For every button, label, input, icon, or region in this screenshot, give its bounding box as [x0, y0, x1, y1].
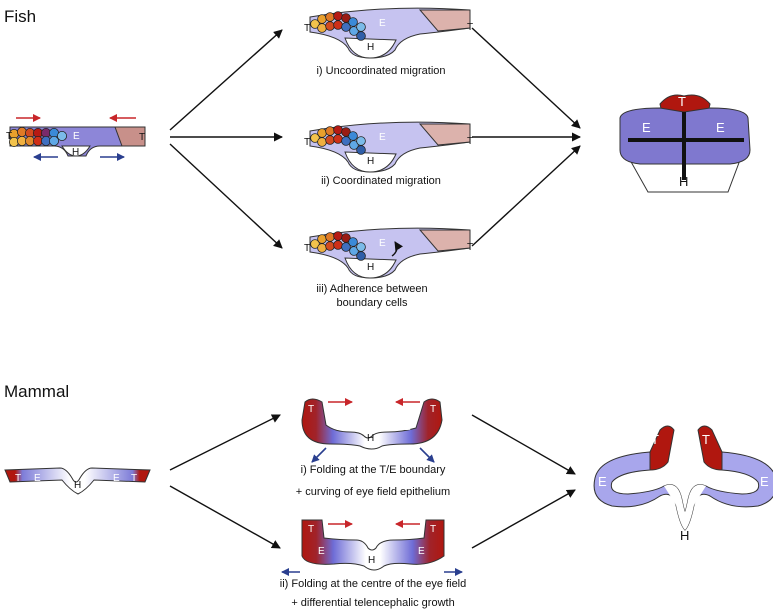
fish-iii-label-t-right: T	[467, 242, 473, 253]
curved-arrow-icon	[391, 241, 404, 257]
mammal-ii-label-e-left: E	[318, 546, 325, 557]
section-title-fish: Fish	[4, 7, 36, 26]
mammal-result-label-t-left: T	[651, 432, 659, 447]
fish-i-label-h: H	[367, 42, 374, 53]
fish-arrow-from-i	[471, 27, 581, 129]
mammal-start-label-e-left: E	[34, 473, 41, 484]
mammal-model-fold-eye-centre: T E H E T	[301, 519, 445, 571]
mammal-result-forebrain: T T E E H	[593, 425, 773, 543]
mammal-i-blue-arrow-right	[419, 447, 435, 463]
mammal-arrow-from-i	[471, 414, 576, 475]
fish-model-iii-caption-line2: boundary cells	[337, 297, 408, 309]
mammal-start-label-e-right: E	[113, 473, 120, 484]
fish-iii-label-e: E	[379, 238, 386, 249]
fish-result-label-h: H	[679, 174, 688, 189]
mammal-initial-neural-plate: T E H E T	[4, 467, 151, 495]
mammal-result-label-h: H	[680, 528, 689, 543]
fish-ii-label-e: E	[379, 132, 386, 143]
fish-ii-cells	[310, 125, 366, 155]
fish-result-forebrain: T E E H	[619, 94, 751, 193]
mammal-model-i-caption-line2: + curving of eye field epithelium	[296, 486, 450, 498]
fish-i-cells	[310, 11, 366, 41]
fish-ii-label-t-right: T	[467, 136, 473, 147]
mammal-i-label-t-right: T	[430, 404, 436, 415]
fish-initial-neural-plate: T E H T	[6, 126, 146, 158]
fish-result-label-e-left: E	[642, 120, 651, 135]
fish-model-iii-caption-line1: iii) Adherence between	[316, 283, 427, 295]
fish-ii-label-h: H	[367, 156, 374, 167]
fish-model-adherence: T E H T	[304, 227, 473, 279]
fish-result-label-t: T	[678, 94, 686, 109]
fish-iii-label-t-left: T	[304, 243, 310, 254]
fish-arrow-from-iii	[471, 145, 581, 247]
mammal-arrow-to-i	[169, 414, 281, 471]
mammal-start-label-h: H	[74, 480, 81, 491]
fish-iii-label-h: H	[367, 262, 374, 273]
fish-initial-cells	[8, 127, 68, 147]
mammal-ii-label-e-right: E	[418, 546, 425, 557]
mammal-model-ii-caption-line2: + differential telencephalic growth	[291, 597, 454, 609]
mammal-result-label-e-right: E	[760, 474, 769, 489]
fish-model-ii-caption: ii) Coordinated migration	[321, 175, 441, 187]
fish-start-label-e: E	[73, 131, 80, 142]
mammal-result-label-e-left: E	[598, 474, 607, 489]
mammal-ii-label-t-left: T	[308, 524, 314, 535]
mammal-result-label-t-right: T	[702, 432, 710, 447]
mammal-ii-label-t-right: T	[430, 524, 436, 535]
section-title-mammal: Mammal	[4, 382, 69, 401]
mammal-i-blue-arrow-left	[311, 447, 327, 463]
mammal-arrow-from-ii	[471, 489, 576, 549]
fish-ii-label-t-left: T	[304, 137, 310, 148]
mammal-i-label-e-right: E	[404, 422, 411, 433]
fish-result-label-e-right: E	[716, 120, 725, 135]
fish-model-uncoordinated: T E H T	[304, 7, 473, 59]
fish-start-label-t-left: T	[6, 131, 12, 142]
mammal-arrow-to-ii	[169, 485, 281, 549]
fish-model-i-caption: i) Uncoordinated migration	[316, 65, 445, 77]
fish-iii-cells	[310, 231, 366, 261]
mammal-model-ii-caption-line1: ii) Folding at the centre of the eye fie…	[280, 578, 467, 590]
fish-arrow-to-i	[169, 29, 283, 131]
mammal-i-label-h: H	[367, 433, 374, 444]
mammal-ii-label-h: H	[368, 555, 375, 566]
mammal-model-i-caption-line1: i) Folding at the T/E boundary	[301, 464, 446, 476]
fish-arrow-to-iii	[169, 143, 283, 249]
fish-i-label-t-right: T	[467, 22, 473, 33]
fish-i-label-t-left: T	[304, 23, 310, 34]
mammal-i-label-e-left: E	[336, 422, 343, 433]
fish-i-label-e: E	[379, 18, 386, 29]
mammal-start-label-t-right: T	[131, 473, 137, 484]
mammal-start-label-t-left: T	[15, 473, 21, 484]
fish-start-label-h: H	[72, 147, 79, 158]
mammal-model-fold-te-boundary: T E H E T	[301, 398, 443, 450]
fish-model-coordinated: T E H T	[304, 121, 473, 173]
fish-start-label-t-right: T	[139, 132, 145, 143]
mammal-i-label-t-left: T	[308, 404, 314, 415]
